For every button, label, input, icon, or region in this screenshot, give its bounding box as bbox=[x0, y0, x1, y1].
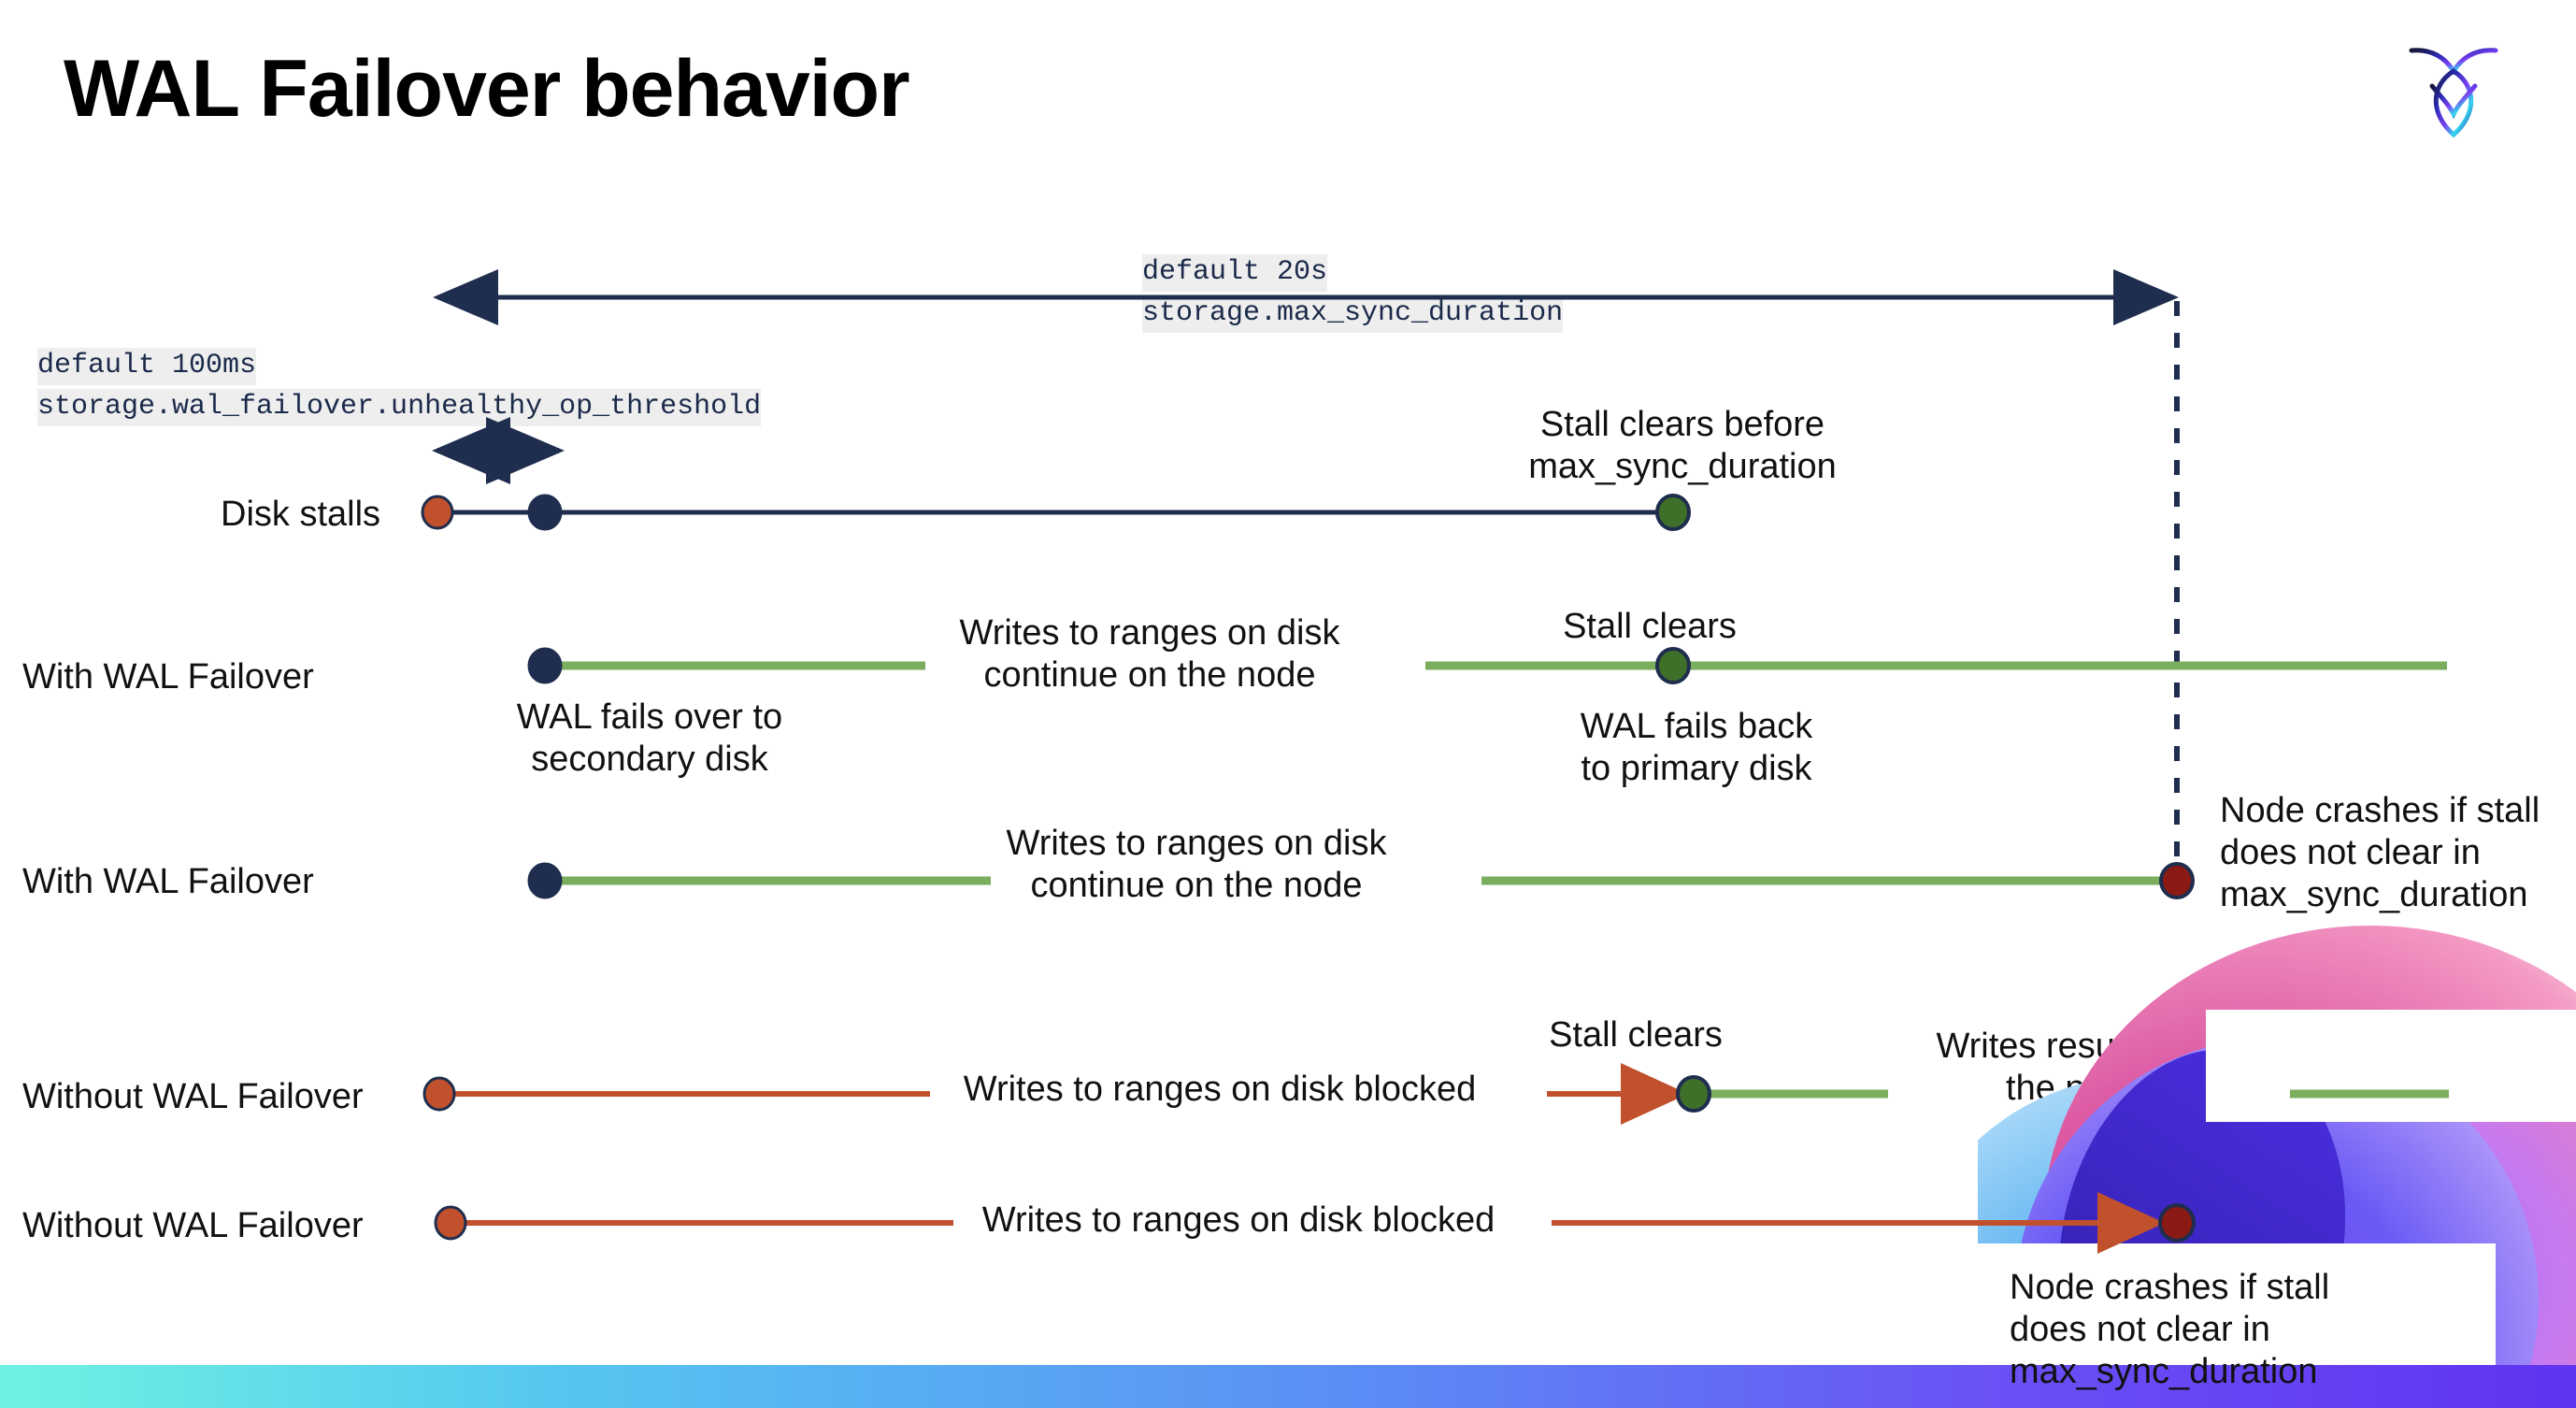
unhealthy-op-threshold-setting-chip: storage.wal_failover.unhealthy_op_thresh… bbox=[37, 389, 762, 426]
marker-stall-clears bbox=[1655, 647, 1691, 684]
note-node-crashes-row4: Node crashes if stall does not clear in … bbox=[2010, 1268, 2330, 1391]
timeline-row-disk-stalls bbox=[421, 494, 1691, 531]
row-label-disk-stalls: Disk stalls bbox=[221, 495, 381, 534]
row-label-with-wal-failover-2: With WAL Failover bbox=[22, 862, 314, 901]
marker-stall-start bbox=[421, 495, 454, 530]
note-stall-clears-row1: Stall clears bbox=[1563, 607, 1737, 646]
note-writes-continue-row1: Writes to ranges on disk continue on the… bbox=[959, 613, 1340, 695]
bottom-gradient-bar bbox=[0, 1365, 2576, 1408]
art-mask-upper bbox=[2206, 1010, 2576, 1122]
marker-stall-start bbox=[434, 1205, 467, 1241]
note-node-crashes-row2: Node crashes if stall does not clear in … bbox=[2220, 791, 2540, 914]
marker-stall-start bbox=[422, 1076, 456, 1112]
timeline-row-with-wal-failover-2 bbox=[527, 862, 2195, 899]
unhealthy-op-threshold-default-chip: default 100ms bbox=[37, 348, 257, 385]
note-writes-blocked-row4: Writes to ranges on disk blocked bbox=[981, 1200, 1496, 1240]
marker-node-crash bbox=[2159, 862, 2195, 899]
note-writes-continue-row2: Writes to ranges on disk continue on the… bbox=[1006, 824, 1387, 905]
page-title: WAL Failover behavior bbox=[64, 44, 910, 134]
note-stall-clears-before-max-sync: Stall clears before max_sync_duration bbox=[1528, 405, 1837, 486]
marker-wal-failover bbox=[527, 647, 563, 684]
note-stall-clears-row3: Stall clears bbox=[1549, 1015, 1723, 1055]
note-writes-blocked-row3: Writes to ranges on disk blocked bbox=[963, 1070, 1477, 1109]
timeline-row-with-wal-failover-1 bbox=[527, 647, 2447, 684]
marker-threshold-reached bbox=[527, 494, 563, 531]
timeline-row-without-wal-failover-2 bbox=[434, 1192, 2196, 1254]
row-label-without-wal-failover-2: Without WAL Failover bbox=[22, 1206, 364, 1245]
marker-stall-clears bbox=[1676, 1075, 1711, 1113]
cockroachdb-logo-icon bbox=[2402, 28, 2505, 140]
marker-wal-failover bbox=[527, 862, 563, 899]
row-label-with-wal-failover-1: With WAL Failover bbox=[22, 657, 314, 697]
marker-stall-clears bbox=[1655, 494, 1691, 531]
note-wal-fails-over: WAL fails over to secondary disk bbox=[516, 697, 783, 779]
note-wal-fails-back: WAL fails back to primary disk bbox=[1580, 707, 1813, 788]
marker-node-crash bbox=[2158, 1203, 2196, 1243]
timeline-row-without-wal-failover-1 bbox=[422, 1063, 2449, 1125]
row-label-without-wal-failover-1: Without WAL Failover bbox=[22, 1077, 364, 1116]
